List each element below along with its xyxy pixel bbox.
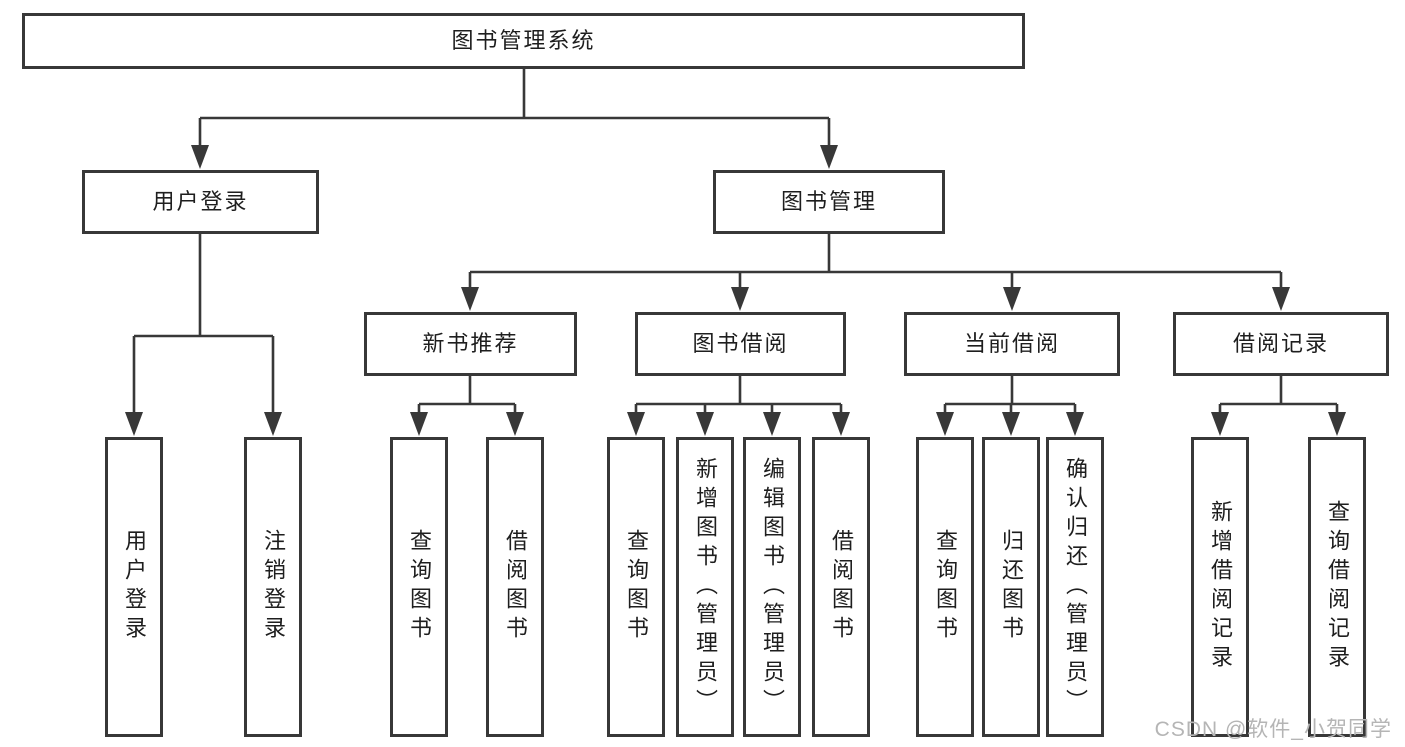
- node-user-login-label: 用户登录: [122, 529, 147, 645]
- node-bb-borrow-books: 借阅图书: [812, 437, 870, 737]
- node-user-login-group-label: 用户登录: [152, 189, 249, 214]
- node-borrowing-records: 借阅记录: [1173, 312, 1389, 376]
- node-library-system: 图书管理系统: [22, 13, 1025, 69]
- node-book-management: 图书管理: [713, 170, 945, 234]
- node-bb-add-books-admin: 新增图书（管理员）: [676, 437, 734, 737]
- node-borrowing-records-label: 借阅记录: [1232, 331, 1329, 356]
- node-book-borrowing-label: 图书借阅: [692, 331, 789, 356]
- node-book-management-label: 图书管理: [780, 189, 877, 214]
- node-nb-query-books: 查询图书: [390, 437, 448, 737]
- node-nb-borrow-books: 借阅图书: [486, 437, 544, 737]
- node-cb-return-books-label: 归还图书: [999, 529, 1024, 645]
- node-br-add-record-label: 新增借阅记录: [1208, 500, 1233, 674]
- node-cb-query-books-label: 查询图书: [933, 529, 958, 645]
- node-cb-query-books: 查询图书: [916, 437, 974, 737]
- node-bb-borrow-books-label: 借阅图书: [829, 529, 854, 645]
- node-cb-return-books: 归还图书: [982, 437, 1040, 737]
- node-logout: 注销登录: [244, 437, 302, 737]
- node-user-login: 用户登录: [105, 437, 163, 737]
- node-cb-confirm-return-admin: 确认归还（管理员）: [1046, 437, 1104, 737]
- node-br-query-record: 查询借阅记录: [1308, 437, 1366, 737]
- node-bb-add-books-admin-label: 新增图书（管理员）: [693, 456, 718, 718]
- node-nb-borrow-books-label: 借阅图书: [503, 529, 528, 645]
- node-user-login-group: 用户登录: [82, 170, 319, 234]
- node-current-borrowing: 当前借阅: [904, 312, 1120, 376]
- node-cb-confirm-return-admin-label: 确认归还（管理员）: [1063, 456, 1088, 718]
- node-br-query-record-label: 查询借阅记录: [1325, 500, 1350, 674]
- node-current-borrowing-label: 当前借阅: [963, 331, 1060, 356]
- node-bb-query-books-label: 查询图书: [624, 529, 649, 645]
- node-bb-edit-books-admin-label: 编辑图书（管理员）: [760, 456, 785, 718]
- node-bb-edit-books-admin: 编辑图书（管理员）: [743, 437, 801, 737]
- node-library-system-label: 图书管理系统: [451, 28, 596, 53]
- node-nb-query-books-label: 查询图书: [407, 529, 432, 645]
- node-new-book-recommend-label: 新书推荐: [422, 331, 519, 356]
- node-new-book-recommend: 新书推荐: [364, 312, 577, 376]
- csdn-watermark: CSDN @软件_小贺同学: [1154, 718, 1392, 741]
- node-br-add-record: 新增借阅记录: [1191, 437, 1249, 737]
- node-logout-label: 注销登录: [261, 529, 286, 645]
- node-book-borrowing: 图书借阅: [635, 312, 846, 376]
- node-bb-query-books: 查询图书: [607, 437, 665, 737]
